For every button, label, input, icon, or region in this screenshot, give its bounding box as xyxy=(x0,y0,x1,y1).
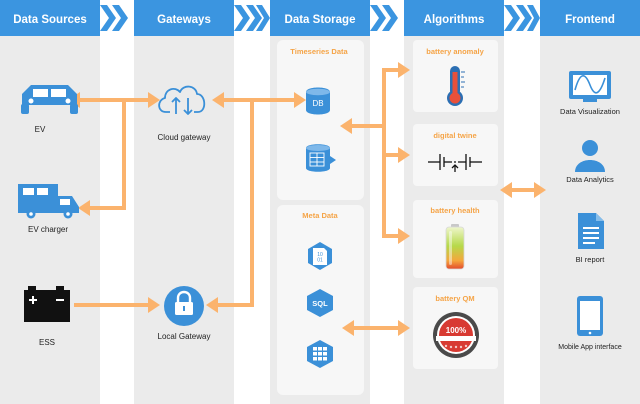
data-visualization-label: Data Visualization xyxy=(560,107,620,116)
header-algorithms: Algorithms xyxy=(424,14,485,26)
thermometer-icon xyxy=(447,66,465,106)
flow-lines xyxy=(72,68,538,330)
arrowhead xyxy=(398,147,410,163)
qm-title: battery QM xyxy=(435,294,474,303)
anomaly-title: battery anomaly xyxy=(426,47,484,56)
header-bar-storage xyxy=(270,0,370,36)
timeseries-title: Timeseries Data xyxy=(290,47,348,56)
arrowhead xyxy=(78,200,90,216)
local-gateway-label: Local Gateway xyxy=(158,332,211,341)
cloud-gateway-label: Cloud gateway xyxy=(158,133,211,142)
sql-database-icon xyxy=(307,289,333,317)
health-title: battery health xyxy=(430,206,480,215)
arrowhead xyxy=(398,320,410,336)
header-gateways: Gateways xyxy=(157,14,211,26)
header-bar-frontend xyxy=(540,0,640,36)
chevron-icon xyxy=(100,5,128,31)
grid-table-icon xyxy=(307,340,333,368)
binary-file-icon xyxy=(308,242,332,270)
ev-icon xyxy=(21,85,78,114)
header-chevrons xyxy=(100,5,540,31)
header-bar-sources xyxy=(0,0,100,36)
db-label: DB xyxy=(312,99,323,108)
arrowhead xyxy=(340,118,352,134)
ev-charger-label: EV charger xyxy=(28,225,68,234)
arrowhead xyxy=(500,182,512,198)
sql-label: SQL xyxy=(312,299,328,308)
header-data-storage: Data Storage xyxy=(285,14,356,26)
table-export-icon xyxy=(306,144,336,172)
arrowhead xyxy=(398,228,410,244)
mobile-app-label: Mobile App interface xyxy=(558,344,622,351)
column-gateways xyxy=(134,0,234,404)
header-bar-gateways xyxy=(134,0,234,36)
twin-panel xyxy=(413,124,498,186)
circuit-icon xyxy=(428,154,482,172)
battery-icon xyxy=(24,286,70,322)
arrowhead xyxy=(212,92,224,108)
timeseries-panel xyxy=(277,40,364,200)
database-icon xyxy=(306,87,330,115)
header-bars xyxy=(0,0,640,36)
data-analytics-label: Data Analytics xyxy=(566,175,614,184)
arrowhead xyxy=(148,297,160,313)
ev-charger-icon xyxy=(18,184,79,219)
ev-label: EV xyxy=(35,125,46,134)
chevron-icon xyxy=(504,5,540,31)
arrowhead xyxy=(398,62,410,78)
arrowhead xyxy=(342,320,354,336)
mobile-phone-icon xyxy=(577,296,603,336)
bi-report-label: BI report xyxy=(576,255,606,264)
header-frontend: Frontend xyxy=(565,14,615,26)
twin-title: digital twine xyxy=(433,131,476,140)
document-icon xyxy=(578,213,604,249)
header-data-sources: Data Sources xyxy=(13,14,87,26)
arrowhead xyxy=(534,182,546,198)
arrowhead xyxy=(148,92,160,108)
monitor-chart-icon xyxy=(569,71,611,102)
ess-label: ESS xyxy=(39,338,55,347)
battery-level-icon xyxy=(445,224,465,270)
arrowhead xyxy=(294,92,306,108)
cloud-upload-icon xyxy=(158,85,206,115)
chevron-icon xyxy=(234,5,270,31)
arrowhead xyxy=(206,297,218,313)
qm-badge-text: 100% xyxy=(446,326,466,335)
user-icon xyxy=(575,140,605,172)
lock-icon xyxy=(164,286,204,326)
chevron-icon xyxy=(370,5,398,31)
metadata-title: Meta Data xyxy=(302,211,338,220)
quality-badge-icon xyxy=(433,312,479,358)
header-bar-algorithms xyxy=(404,0,504,36)
column-frontend xyxy=(540,0,640,404)
